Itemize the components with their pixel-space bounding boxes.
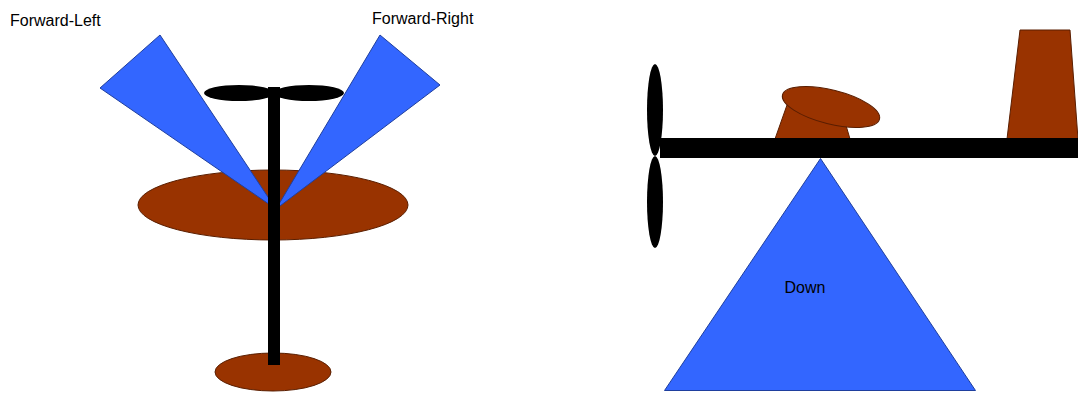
sensor-cone: Down: [664, 158, 976, 391]
direction-label: Forward-Right: [372, 10, 473, 28]
fuselage: [268, 87, 280, 365]
cone-outline: [664, 158, 976, 391]
propeller-blade: [647, 156, 663, 248]
propeller-blade: [204, 85, 274, 101]
cone-shape: [665, 159, 976, 391]
tail-fin: [1007, 30, 1078, 139]
direction-label: Forward-Left: [10, 12, 101, 30]
forward-left-cone: [100, 35, 276, 209]
cone-label: Down: [785, 279, 826, 297]
propeller-blade: [647, 64, 663, 156]
forward-right-cone: [276, 35, 440, 209]
fuselage: [660, 138, 1078, 158]
canopy: [778, 78, 883, 135]
propeller-blade: [274, 85, 344, 101]
